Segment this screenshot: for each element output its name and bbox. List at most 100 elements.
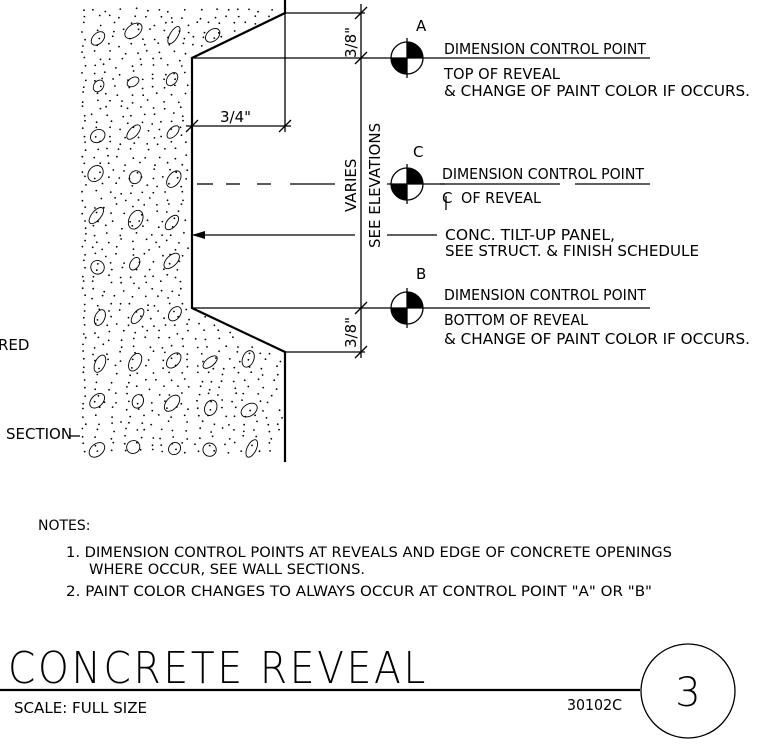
hatch-dot [268, 352, 271, 355]
hatch-dot [113, 21, 116, 24]
hatch-dot [163, 86, 166, 89]
hatch-dot [110, 281, 113, 284]
hatch-dot [180, 134, 183, 137]
hatch-dot [142, 38, 144, 40]
hatch-dot [199, 17, 202, 20]
hatch-dot [115, 67, 117, 69]
hatch-dot [146, 184, 149, 187]
hatch-dot [243, 379, 246, 382]
struct-finish-schedule-label: SEE STRUCT. & FINISH SCHEDULE [445, 242, 699, 260]
hatch-dot [94, 136, 97, 138]
hatch-dot [178, 59, 181, 62]
hatch-dot [107, 358, 109, 361]
hatch-dot [143, 43, 146, 46]
hatch-dot [94, 388, 97, 391]
hatch-dot [228, 424, 230, 426]
hatch-dot [132, 70, 135, 72]
hatch-dot [108, 274, 110, 277]
hatch-dot [267, 423, 270, 426]
hatch-dot [183, 414, 186, 417]
hatch-dot [104, 224, 107, 227]
hatch-dot [96, 428, 99, 431]
hatch-dot [149, 346, 152, 349]
hatch-dot [122, 28, 125, 31]
hatch-dot [165, 21, 167, 24]
hatch-dot [157, 226, 160, 229]
hatch-dot [84, 141, 86, 144]
hatch-dot [127, 381, 130, 384]
hatch-dot [114, 197, 116, 199]
hatch-dot [140, 436, 143, 439]
hatch-dot [178, 260, 181, 263]
hatch-dot [174, 84, 176, 87]
hatch-dot [97, 336, 100, 339]
hatch-dot [268, 442, 271, 444]
bottom-dimension-label: 3/8" [342, 317, 360, 348]
hatch-dot [178, 294, 180, 296]
hatch-dot [132, 240, 134, 243]
hatch-dot [147, 304, 149, 307]
drawing-code: 30102C [567, 696, 622, 714]
hatch-dot [127, 316, 130, 319]
hatch-dot [168, 43, 171, 46]
hatch-dot [180, 203, 183, 206]
hatch-dot [233, 441, 236, 444]
hatch-dot [200, 8, 203, 11]
hatch-dot [251, 346, 254, 348]
hatch-dot [167, 297, 170, 299]
hatch-aggregate [241, 350, 255, 368]
hatch-dot [196, 399, 198, 402]
hatch-dot [213, 423, 216, 426]
hatch-dot [119, 128, 121, 131]
hatch-dot [176, 269, 179, 271]
hatch-dot [102, 206, 105, 209]
hatch-dot [108, 42, 110, 45]
hatch-dot [179, 287, 182, 290]
hatch-dot [96, 319, 99, 321]
hatch-dot [120, 421, 122, 423]
hatch-dot [91, 246, 94, 249]
hatch-dot [163, 385, 165, 387]
hatch-dot [164, 191, 167, 193]
hatch-aggregate [205, 28, 221, 43]
hatch-dot [167, 420, 170, 422]
hatch-dot [129, 415, 132, 418]
hatch-dot [186, 353, 189, 355]
hatch-aggregate [245, 439, 259, 458]
dimension-control-point-a-label: DIMENSION CONTROL POINT [444, 40, 647, 58]
hatch-dot [132, 254, 135, 256]
hatch-dot [84, 119, 86, 122]
hatch-dot [247, 385, 250, 388]
hatch-dot [153, 137, 156, 139]
hatch-dot [173, 324, 176, 326]
hatch-dot [141, 87, 144, 90]
hatch-dot [131, 94, 134, 96]
hatch-dot [207, 371, 210, 374]
hatch-dot [101, 77, 104, 80]
hatch-dot [131, 185, 134, 187]
hatch-dot [151, 409, 154, 412]
hatch-dot [136, 171, 139, 174]
hatch-dot [84, 294, 86, 297]
hatch-dot [194, 443, 196, 446]
hatch-dot [270, 394, 273, 397]
hatch-aggregate [89, 392, 106, 409]
hatch-dot [162, 254, 164, 257]
hatch-dot [171, 290, 174, 293]
hatch-dot [83, 324, 86, 326]
scale-label: SCALE: FULL SIZE [14, 699, 147, 717]
hatch-dot [94, 207, 96, 209]
hatch-dot [81, 105, 84, 107]
hatch-dot [93, 72, 96, 75]
hatch-dot [139, 58, 142, 60]
hatch-dot [186, 323, 189, 325]
hatch-dot [181, 190, 184, 193]
hatch-dot [254, 23, 257, 25]
hatch-dot [120, 346, 123, 349]
hatch-dot [94, 252, 97, 255]
hatch-dot [166, 273, 169, 276]
hatch-aggregate [167, 26, 181, 45]
hatch-dot [221, 427, 224, 429]
hatch-aggregate [163, 252, 180, 270]
hatch-dot [82, 21, 85, 24]
